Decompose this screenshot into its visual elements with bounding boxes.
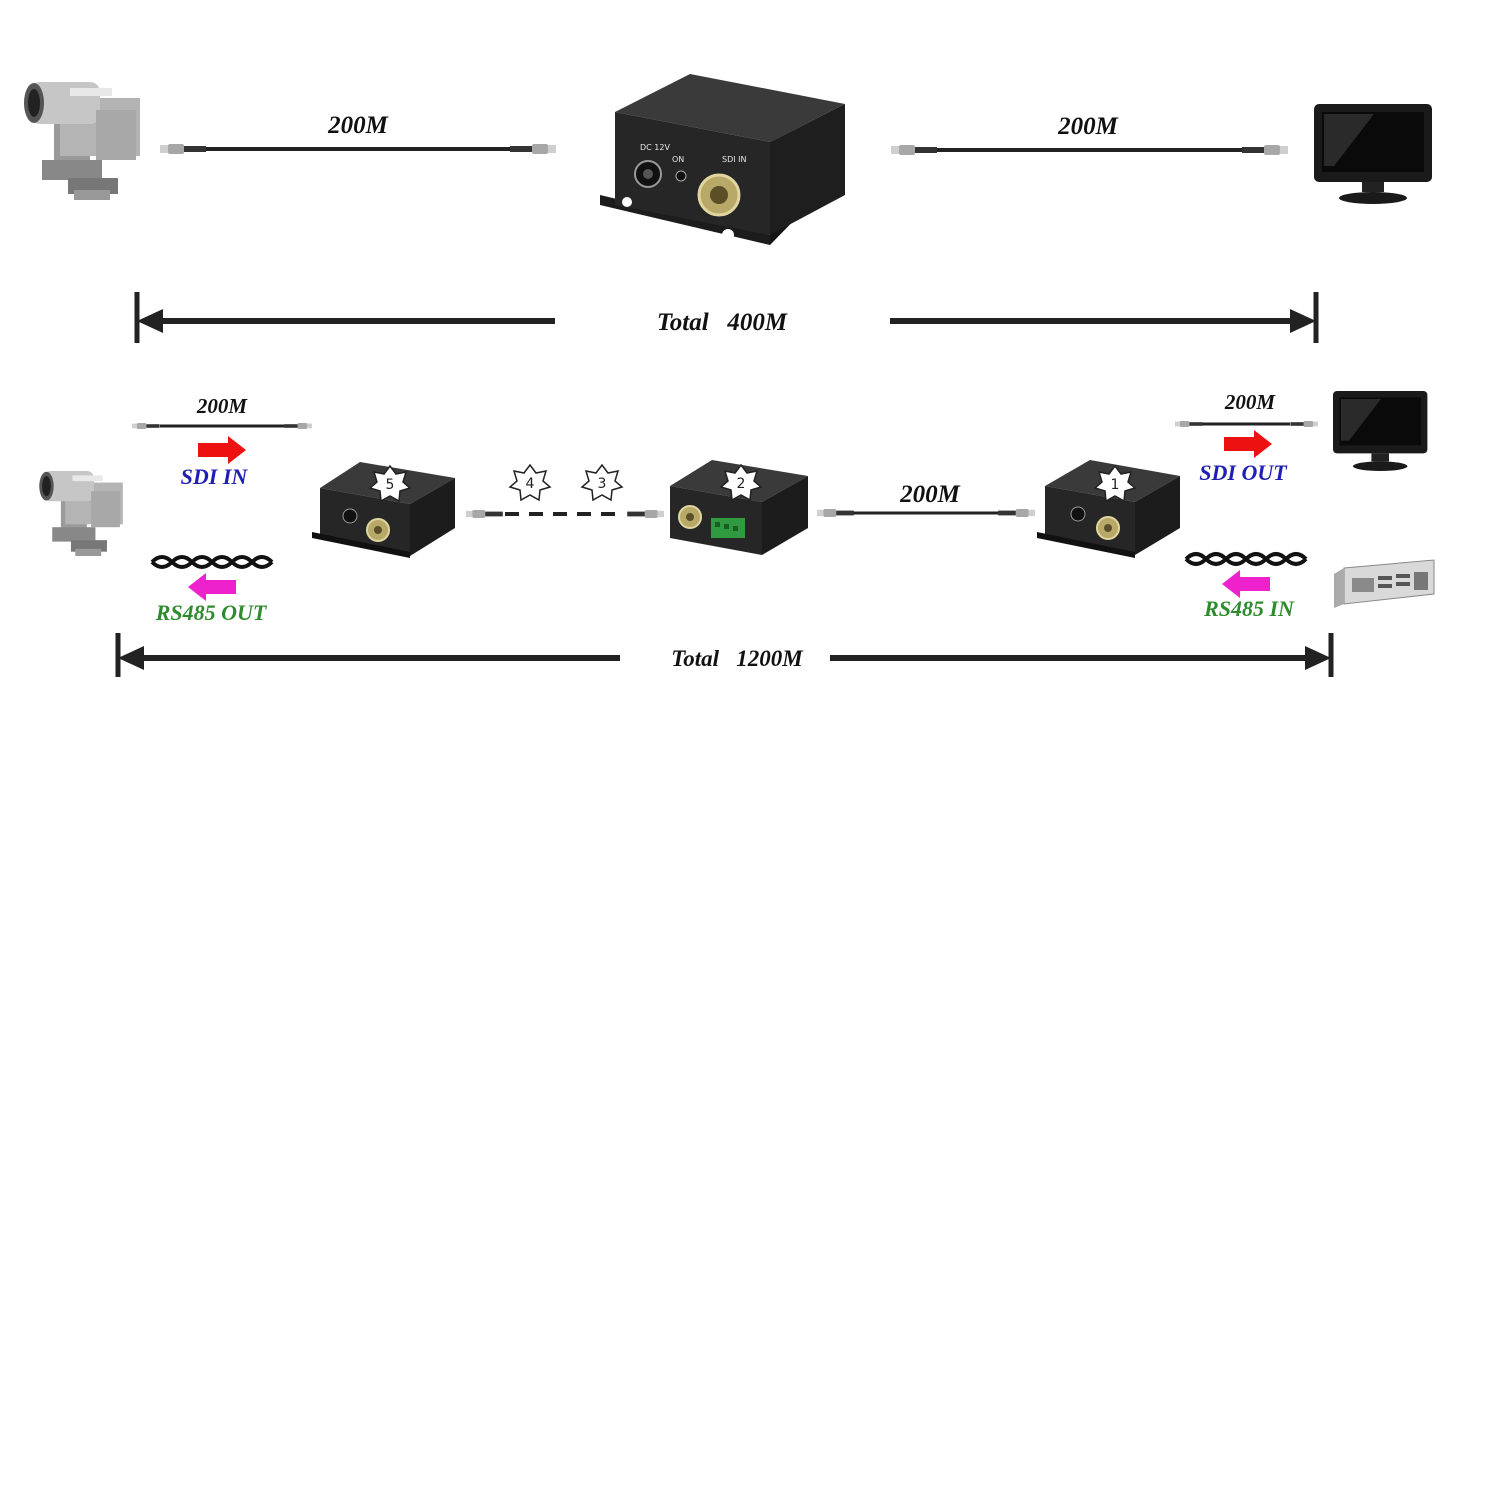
top-total-label: Total 400M [657, 309, 788, 336]
bnc-cable-icon [466, 510, 664, 518]
monitor-icon [1333, 391, 1428, 471]
rs485-arrow-icon [188, 573, 236, 601]
badge-5: 5 [386, 477, 395, 493]
rs485-arrow-icon [1222, 570, 1270, 598]
sdi-repeater-device: DC 12V ON SDI IN [600, 74, 845, 245]
sdi-arrow-icon [198, 436, 246, 464]
top-right-length: 200M [1057, 113, 1119, 140]
rs485-in-label: RS485 IN [1203, 596, 1295, 621]
twisted-pair-icon [1184, 552, 1308, 566]
ptz-camera-icon [39, 471, 123, 556]
badge-4: 4 [526, 476, 535, 492]
ptz-camera-icon [24, 82, 140, 200]
badge-1: 1 [1111, 477, 1120, 493]
bottom-total-label: Total 1200M [671, 646, 804, 671]
sdi-arrow-icon [1224, 430, 1272, 458]
badge-3: 3 [598, 476, 607, 492]
top-device-led-label: ON [672, 155, 684, 164]
top-left-length: 200M [327, 112, 389, 139]
sdi-out-label: SDI OUT [1199, 460, 1288, 485]
monitor-icon [1314, 104, 1432, 204]
top-device-power-label: DC 12V [640, 143, 670, 152]
top-device-port-label: SDI IN [722, 155, 747, 164]
bottom-right-length: 200M [1224, 390, 1277, 414]
bottom-middle-length: 200M [899, 481, 961, 508]
dvr-rack-icon [1333, 559, 1435, 609]
bottom-left-length: 200M [196, 394, 249, 418]
rs485-out-label: RS485 OUT [155, 600, 268, 625]
bottom-total-dimension: Total 1200M [115, 633, 1334, 677]
bnc-cable-icon [160, 144, 556, 154]
badge-2: 2 [737, 476, 746, 492]
top-total-dimension: Total 400M [134, 292, 1319, 343]
bnc-cable-icon [132, 423, 312, 429]
bnc-cable-icon [1175, 421, 1318, 427]
sdi-in-label: SDI IN [181, 464, 249, 489]
bnc-cable-icon [817, 509, 1035, 517]
bnc-cable-icon [891, 145, 1288, 155]
twisted-pair-icon [150, 555, 274, 569]
